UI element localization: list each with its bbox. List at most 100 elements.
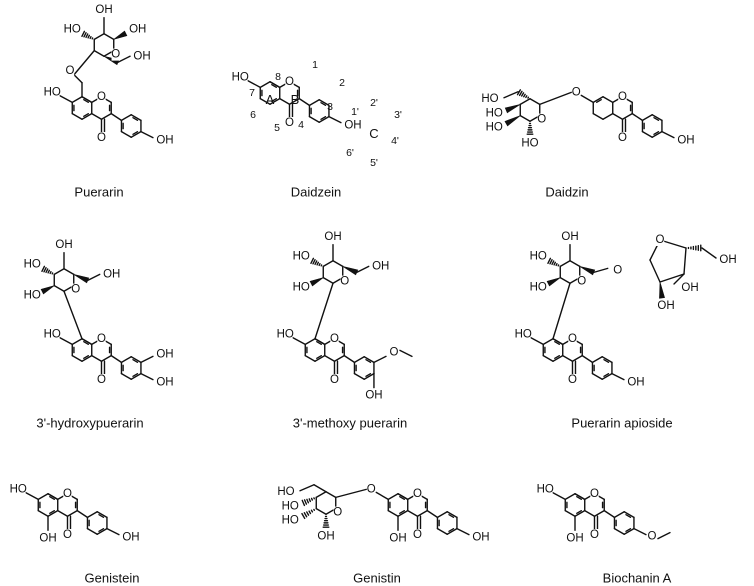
bond bbox=[611, 372, 625, 381]
svg-text:OH: OH bbox=[372, 260, 389, 272]
svg-text:O: O bbox=[71, 284, 80, 296]
hash-bond bbox=[549, 258, 553, 265]
compound-name: Genistin bbox=[353, 571, 401, 586]
svg-text:O: O bbox=[577, 276, 586, 288]
bond bbox=[559, 276, 571, 284]
hydroxyl-label: HO bbox=[10, 483, 27, 496]
bond bbox=[37, 493, 49, 501]
bond-layer bbox=[24, 17, 717, 540]
svg-text:OH: OH bbox=[561, 231, 578, 243]
double-bond-line bbox=[132, 372, 139, 378]
hash-bond bbox=[45, 268, 49, 274]
bond bbox=[110, 112, 123, 122]
bond bbox=[314, 354, 326, 362]
ring-oxygen-label: O bbox=[285, 75, 294, 88]
bond bbox=[130, 114, 142, 122]
double-bond-line bbox=[653, 130, 660, 136]
bond bbox=[322, 276, 334, 284]
bond bbox=[246, 79, 261, 89]
double-bond-line bbox=[316, 354, 323, 360]
bond bbox=[551, 491, 566, 501]
furanose-oxygen-label: O bbox=[656, 234, 665, 246]
bond bbox=[298, 97, 311, 107]
bond bbox=[53, 284, 65, 292]
svg-text:HO: HO bbox=[277, 486, 294, 498]
atom-number: 6 bbox=[250, 109, 256, 121]
svg-text:OH: OH bbox=[95, 4, 112, 16]
svg-text:HO: HO bbox=[521, 137, 538, 149]
bond bbox=[416, 509, 428, 517]
carbonyl-oxygen-label: O bbox=[568, 374, 577, 386]
hydroxyl-label: HO bbox=[24, 258, 41, 271]
atom-number: 3' bbox=[394, 109, 402, 121]
hash-bond bbox=[89, 36, 92, 40]
hydroxyl-label: OH bbox=[372, 260, 389, 273]
bond bbox=[140, 372, 154, 381]
hash-bond bbox=[85, 33, 89, 39]
svg-text:OH: OH bbox=[472, 532, 489, 544]
svg-text:OH: OH bbox=[122, 532, 139, 544]
svg-text:O: O bbox=[97, 132, 106, 144]
svg-text:O: O bbox=[572, 86, 581, 98]
hash-bond bbox=[516, 89, 522, 96]
hydroxyl-label: HO bbox=[277, 485, 295, 498]
carbonyl-oxygen-label: O bbox=[285, 117, 294, 129]
bond bbox=[332, 260, 344, 268]
svg-text:OH: OH bbox=[133, 50, 150, 62]
bond bbox=[631, 112, 644, 122]
bond bbox=[356, 265, 370, 274]
bond bbox=[373, 355, 387, 364]
double-bond-line bbox=[448, 513, 455, 519]
bond bbox=[564, 493, 576, 501]
bond bbox=[37, 509, 49, 517]
bond bbox=[363, 372, 375, 380]
hash-bond bbox=[306, 511, 310, 516]
bond bbox=[71, 354, 83, 362]
hash-bond bbox=[87, 34, 91, 39]
glycoside-oxygen-label: O bbox=[66, 64, 75, 77]
double-bond-line bbox=[83, 340, 90, 346]
svg-text:OH: OH bbox=[677, 135, 694, 147]
bond bbox=[73, 49, 95, 76]
double-bond-line bbox=[49, 495, 56, 501]
bond bbox=[333, 354, 345, 362]
hash-bond bbox=[43, 266, 47, 273]
svg-text:HO: HO bbox=[64, 23, 81, 35]
bond bbox=[659, 273, 685, 283]
hydroxyl-label: OH bbox=[365, 389, 383, 402]
bond bbox=[603, 509, 616, 519]
double-bond-line bbox=[320, 101, 327, 107]
bond bbox=[612, 112, 624, 120]
hydroxyl-label: HO bbox=[282, 500, 299, 513]
hydroxyl-label: HO bbox=[515, 328, 532, 341]
bond bbox=[399, 349, 413, 358]
double-bond-line bbox=[576, 495, 583, 501]
double-bond-line bbox=[399, 509, 406, 515]
double-bond-line bbox=[603, 358, 610, 364]
double-bond-line bbox=[132, 116, 139, 122]
double-bond-line bbox=[98, 513, 105, 519]
double-bond-line bbox=[554, 354, 561, 360]
double-bond-line bbox=[625, 513, 632, 519]
bond bbox=[291, 336, 306, 346]
bond bbox=[93, 49, 105, 57]
bond bbox=[701, 247, 717, 259]
methoxy-oxygen-label: O bbox=[389, 346, 398, 359]
double-bond-line bbox=[83, 98, 90, 104]
bond bbox=[519, 114, 531, 122]
bond bbox=[363, 356, 375, 364]
svg-text:O: O bbox=[97, 91, 106, 103]
bond bbox=[436, 527, 448, 535]
svg-text:O: O bbox=[63, 529, 72, 541]
compound-name: Genistein bbox=[85, 571, 140, 586]
glycoside-oxygen-label: O bbox=[613, 264, 622, 277]
wedge-bond bbox=[113, 30, 128, 40]
svg-text:O: O bbox=[537, 114, 546, 126]
ring-oxygen-label: O bbox=[413, 487, 422, 500]
bond bbox=[562, 354, 574, 362]
hydroxyl-label: OH bbox=[677, 134, 695, 147]
hydroxyl-label: HO bbox=[232, 71, 249, 84]
bond bbox=[559, 260, 571, 268]
double-bond-line bbox=[83, 354, 90, 360]
svg-text:OH: OH bbox=[156, 348, 173, 360]
